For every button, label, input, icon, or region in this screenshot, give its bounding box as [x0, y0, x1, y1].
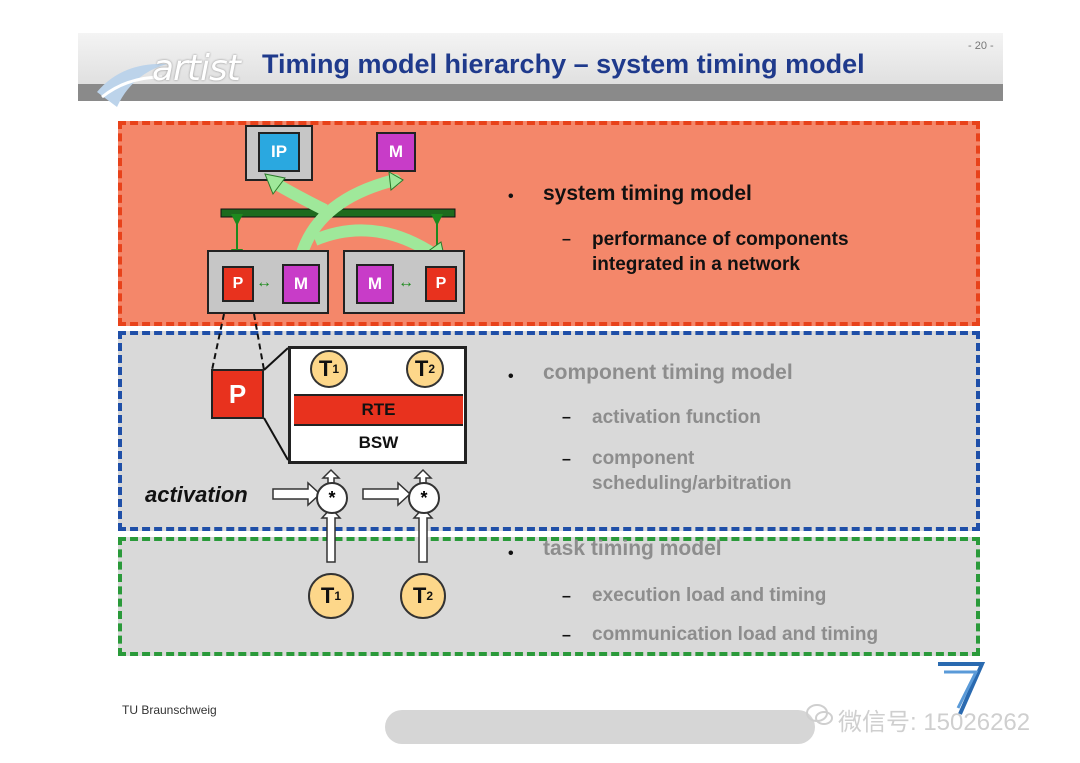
task-sub-1: execution load and timing [592, 585, 827, 606]
activation-node-1: * [316, 482, 348, 514]
link-arrow-icon: ↔ [256, 274, 272, 291]
task-sub-2: communication load and timing [592, 624, 879, 645]
component-sub-1: activation function [592, 407, 761, 428]
task-bullet: task timing model [543, 537, 722, 560]
ip-block: IP [258, 132, 300, 172]
bullet-dot: • [508, 368, 514, 385]
activation-label: activation [145, 482, 248, 507]
header-bar [78, 84, 1003, 101]
component-zone [118, 331, 980, 531]
zoom-lines [211, 313, 289, 461]
sub-dash: – [562, 231, 571, 248]
processor-block-right: P [425, 266, 457, 302]
wechat-icon [806, 704, 833, 725]
slide-title: Timing model hierarchy – system timing m… [262, 49, 865, 79]
artist-logo: artist [152, 48, 241, 89]
memory-block-right: M [356, 264, 394, 304]
activation-arrows [272, 468, 434, 563]
institution-label: TU Braunschweig [122, 703, 217, 717]
bsw-layer: BSW [294, 428, 463, 458]
system-sub-1: performance of components integrated in … [592, 229, 849, 275]
bullet-dot: • [508, 545, 514, 562]
memory-block-left: M [282, 264, 320, 304]
memory-block-top: M [376, 132, 416, 172]
processor-block-left: P [222, 266, 254, 302]
sub-dash: – [562, 627, 571, 644]
activation-node-2: * [408, 482, 440, 514]
sub-dash: – [562, 409, 571, 426]
processor-zoom-block: P [211, 369, 264, 419]
footer-bar [385, 710, 815, 744]
logo-swoosh-icon [97, 63, 167, 107]
sub-dash: – [562, 451, 571, 468]
link-arrow-icon: ↔ [398, 274, 414, 291]
bullet-dot: • [508, 188, 514, 205]
task-zone [118, 537, 980, 656]
page-number: - 20 - [968, 40, 994, 52]
eu-fp7-logo-icon [938, 662, 986, 715]
sub-dash: – [562, 588, 571, 605]
component-bullet: component timing model [543, 361, 793, 384]
watermark-text: 微信号: 15026262 [838, 709, 1031, 736]
component-sub-2: component scheduling/arbitration [592, 448, 792, 494]
rte-layer: RTE [294, 394, 463, 426]
system-bullet: system timing model [543, 182, 752, 205]
